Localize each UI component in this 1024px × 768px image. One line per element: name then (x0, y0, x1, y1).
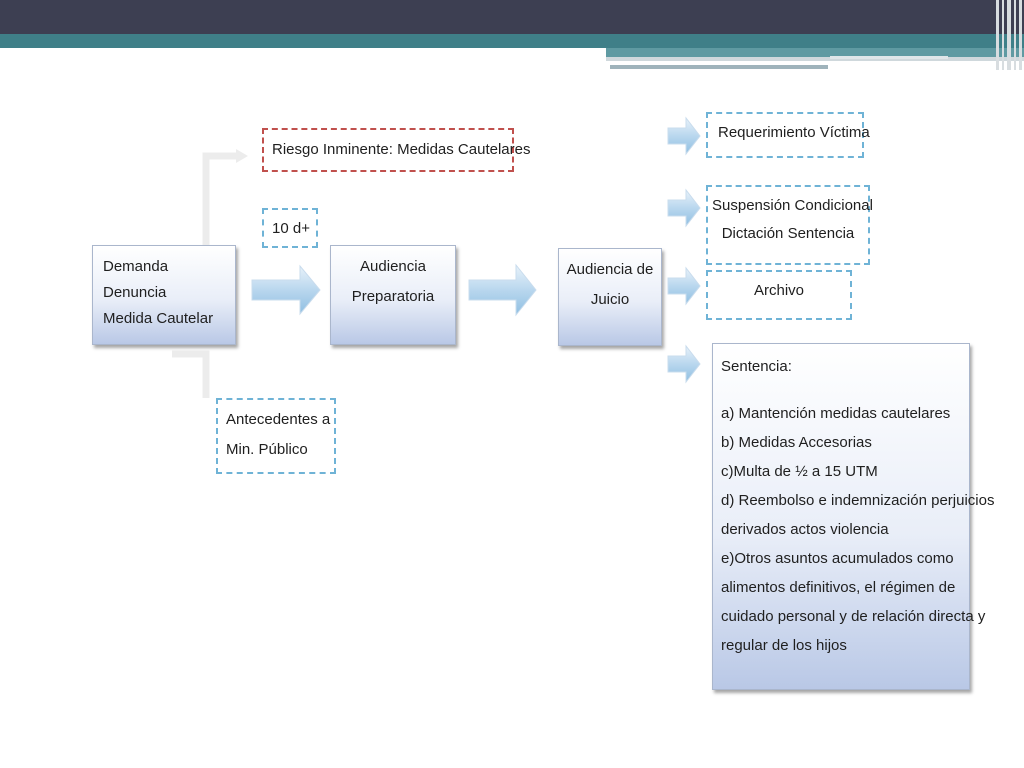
arrow-to-juicio (468, 263, 537, 317)
slide-header-accent (0, 34, 1024, 48)
origin-line: Medida Cautelar (103, 310, 214, 327)
plazo-box: 10 d+ (262, 208, 318, 248)
suspension-box: Suspensión Condicional Dictación Sentenc… (706, 185, 873, 265)
slide-header-line (830, 56, 948, 59)
slide-header-line (610, 65, 828, 69)
origin-box: Demanda Denuncia Medida Cautelar (92, 245, 236, 345)
connector-antecedentes (172, 350, 210, 398)
arrow-to-requerimiento (667, 116, 701, 156)
slide-header-bar (0, 0, 1024, 34)
sentencia-item: derivados actos violencia (721, 521, 889, 538)
juicio-line: Audiencia de (566, 261, 654, 278)
arrow-to-sentencia (667, 344, 701, 384)
antecedentes-line: Antecedentes a (226, 411, 331, 428)
sentencia-item: c)Multa de ½ a 15 UTM (721, 463, 878, 480)
connector-riesgo-head (236, 149, 248, 163)
requerimiento-label: Requerimiento Víctima (718, 124, 870, 141)
sentencia-item: cuidado personal y de relación directa y (721, 608, 986, 625)
arrow-to-archivo (667, 266, 701, 306)
antecedentes-box: Antecedentes a Min. Público (216, 398, 336, 474)
juicio-box: Audiencia de Juicio (558, 248, 662, 346)
antecedentes-line: Min. Público (226, 441, 308, 458)
sentencia-item: b) Medidas Accesorias (721, 434, 872, 451)
suspension-line: Suspensión Condicional (712, 197, 873, 214)
sentencia-title: Sentencia: (721, 358, 792, 375)
suspension-line: Dictación Sentencia (721, 225, 855, 242)
preparatoria-line: Preparatoria (351, 288, 435, 305)
preparatoria-line: Audiencia (360, 258, 426, 275)
preparatoria-box: Audiencia Preparatoria (330, 245, 456, 345)
sentencia-box: Sentencia: a) Mantención medidas cautela… (712, 343, 995, 690)
juicio-line: Juicio (590, 291, 630, 308)
riesgo-label: Riesgo Inminente: Medidas Cautelares (272, 141, 531, 158)
arrow-to-suspension (667, 188, 701, 228)
slide-header-stripes (996, 0, 1024, 70)
sentencia-item: e)Otros asuntos acumulados como (721, 550, 954, 567)
origin-line: Denuncia (103, 284, 167, 301)
plazo-label: 10 d+ (272, 220, 310, 237)
sentencia-item: d) Reembolso e indemnización perjuicios (721, 492, 995, 509)
slide-header-line (606, 57, 1024, 61)
sentencia-item: a) Mantención medidas cautelares (721, 405, 951, 422)
slide-header-accent-right (606, 48, 1024, 57)
arrow-to-preparatoria (251, 264, 321, 316)
origin-line: Demanda (103, 258, 169, 275)
riesgo-box: Riesgo Inminente: Medidas Cautelares (262, 128, 531, 172)
sentencia-item: alimentos definitivos, el régimen de (721, 579, 956, 596)
archivo-label: Archivo (753, 282, 805, 299)
requerimiento-box: Requerimiento Víctima (706, 112, 870, 158)
sentencia-item: regular de los hijos (721, 637, 847, 654)
archivo-box: Archivo (706, 270, 852, 320)
